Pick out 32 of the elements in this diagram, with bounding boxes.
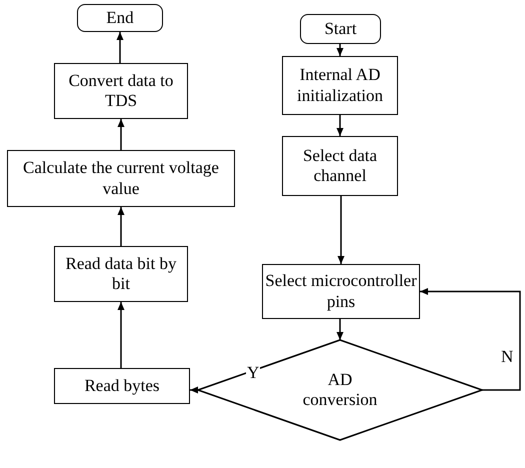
arrow bbox=[118, 302, 124, 368]
arrow bbox=[190, 386, 198, 394]
node-text: AD conversion bbox=[302, 370, 378, 410]
edge-label: Y bbox=[246, 364, 260, 381]
decision-diamond bbox=[198, 340, 482, 440]
edge-label: N bbox=[500, 348, 514, 365]
process-box bbox=[262, 264, 420, 319]
terminal-box bbox=[300, 14, 381, 44]
node-text: Calculate the current voltage value bbox=[22, 158, 220, 199]
node-text: End bbox=[106, 8, 134, 28]
arrow bbox=[336, 44, 344, 56]
arrow bbox=[118, 119, 124, 150]
node-text: Read data bit by bit bbox=[64, 254, 178, 294]
process-box bbox=[54, 368, 190, 404]
arrow bbox=[116, 32, 124, 63]
process-box bbox=[7, 150, 235, 207]
node-text: Select data channel bbox=[302, 146, 378, 186]
node-text: Internal AD initialization bbox=[296, 65, 384, 106]
process-box bbox=[54, 246, 188, 302]
process-box bbox=[54, 63, 188, 119]
arrow bbox=[336, 319, 344, 340]
node-text: Start bbox=[324, 18, 357, 40]
process-box bbox=[282, 136, 398, 196]
process-box bbox=[282, 56, 398, 115]
arrow bbox=[338, 196, 344, 264]
arrow bbox=[336, 115, 344, 136]
node-text: Select microcontroller pins bbox=[265, 271, 417, 312]
arrow bbox=[420, 288, 521, 391]
terminal-box bbox=[77, 4, 163, 32]
node-text: Read bytes bbox=[84, 376, 160, 396]
arrow bbox=[118, 207, 124, 246]
node-text: Convert data to TDS bbox=[68, 70, 174, 112]
